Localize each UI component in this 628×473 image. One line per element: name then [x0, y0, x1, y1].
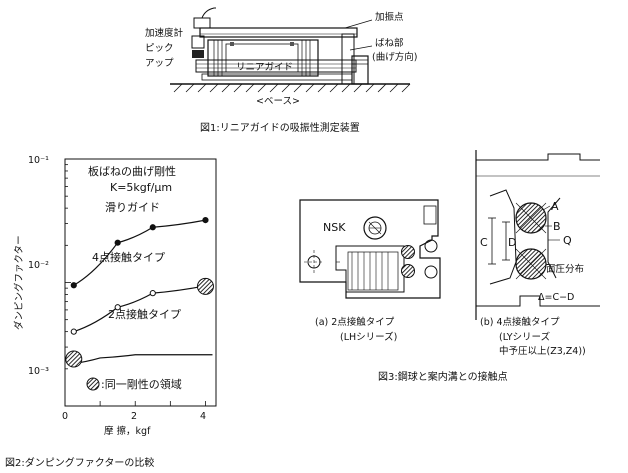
x-tick-2: 4 [200, 411, 206, 422]
linear-guide-block [207, 39, 319, 77]
pickup-block [191, 35, 205, 49]
series-point-0-1 [114, 239, 121, 246]
dim-d-label: D [508, 236, 516, 249]
contact-b-label: B [553, 220, 561, 233]
base-hatch [173, 83, 411, 93]
fig3-caption: 図3:鋼球と案内溝との接触点 [378, 370, 508, 383]
delta-formula: Δ=C−D [538, 292, 574, 303]
pressure-label: 面圧分布 [546, 263, 584, 275]
x-tick-1: 2 [131, 411, 137, 422]
excitation-plate [199, 27, 358, 38]
fig1-excitation-label: 加振点 [375, 11, 404, 23]
region-legend: :同一剛性の領域 [86, 377, 182, 391]
series-label-4-point: 4点接触タイプ [92, 250, 165, 264]
ball-lower [401, 264, 415, 278]
fig1-apparatus: 加速度計 ピック アップ 加振点 ばね部 (曲げ方向) リニアガイド <ベース>… [145, 7, 417, 134]
y-tick-2: 10⁻³ [28, 366, 49, 377]
chart-frame [64, 158, 217, 407]
accelerometer [193, 17, 211, 29]
fig1-spring-label-2: (曲げ方向) [372, 51, 417, 63]
contact-a-label: A [551, 200, 559, 213]
series-line-0 [73, 219, 206, 286]
fig3b-four-point: C D A B Q 面圧分布 Δ=C−D [475, 150, 600, 320]
series-point-0-3 [202, 217, 209, 224]
series-point-0-0 [70, 282, 77, 289]
region-legend-marker [86, 377, 100, 391]
fig1-caption: 図1:リニアガイドの吸振性測定装置 [200, 121, 360, 134]
fig3a-caption-line2: (LHシリーズ) [340, 331, 397, 343]
series-label-2-point: 2点接触タイプ [108, 307, 181, 321]
dim-c-label: C [480, 236, 488, 249]
fig3a-two-point: NSK [299, 199, 441, 299]
nsk-mark: NSK [323, 221, 346, 234]
series-line-1 [73, 285, 206, 333]
fig1-guide-label: リニアガイド [236, 62, 293, 73]
same-stiffness-region-1 [196, 277, 214, 295]
series-point-1-1 [114, 304, 121, 311]
x-axis-label: 摩 擦，kgf [104, 425, 151, 437]
y-tick-0: 10⁻¹ [28, 155, 49, 166]
fig3b-caption-line3: 中予圧以上(Z3,Z4)) [499, 345, 586, 357]
fig1-sensor-label-2: ピック [145, 43, 174, 54]
series-point-1-2 [149, 290, 156, 297]
fig2-chart: 10⁻¹ 10⁻² 10⁻³ 0 2 4 摩 擦，kgf ダンピングファクター … [5, 155, 217, 469]
fig3-contact-diagram: NSK (a) 2点接触タイプ (LHシリーズ) [299, 150, 600, 383]
chart-title-line1: 板ばねの曲げ剛性 [88, 164, 176, 178]
ball-upper [401, 245, 415, 259]
y-tick-1: 10⁻² [28, 260, 49, 271]
series-point-1-0 [70, 328, 77, 335]
series-point-0-2 [149, 224, 156, 231]
fig1-spring-label-1: ばね部 [375, 37, 404, 49]
fig1-sensor-label-3: アップ [145, 58, 174, 69]
rail [195, 59, 357, 73]
fig3b-caption-line1: (b) 4点接触タイプ [480, 316, 560, 328]
fig1-sensor-label-1: 加速度計 [145, 27, 184, 39]
y-axis-label: ダンピングファクター [13, 235, 25, 330]
bolt-head [363, 216, 387, 240]
fig3b-caption-line2: (LYシリーズ [499, 331, 551, 343]
region-legend-text: :同一剛性の領域 [101, 377, 182, 391]
contact-q-label: Q [563, 234, 572, 247]
x-tick-0: 0 [62, 411, 68, 422]
fig2-caption: 図2:ダンピングファクターの比較 [5, 456, 154, 469]
fig3a-caption-line1: (a) 2点接触タイプ [315, 316, 395, 328]
same-stiffness-region-0 [65, 350, 83, 368]
series-line-2 [71, 354, 213, 365]
chart-series [65, 217, 214, 368]
chart-ticks [64, 164, 206, 407]
series-label-slide-guide: 滑りガイド [105, 201, 160, 214]
fig1-base-label: <ベース> [256, 96, 300, 107]
chart-title-line2: K=5kgf/μm [110, 181, 172, 194]
